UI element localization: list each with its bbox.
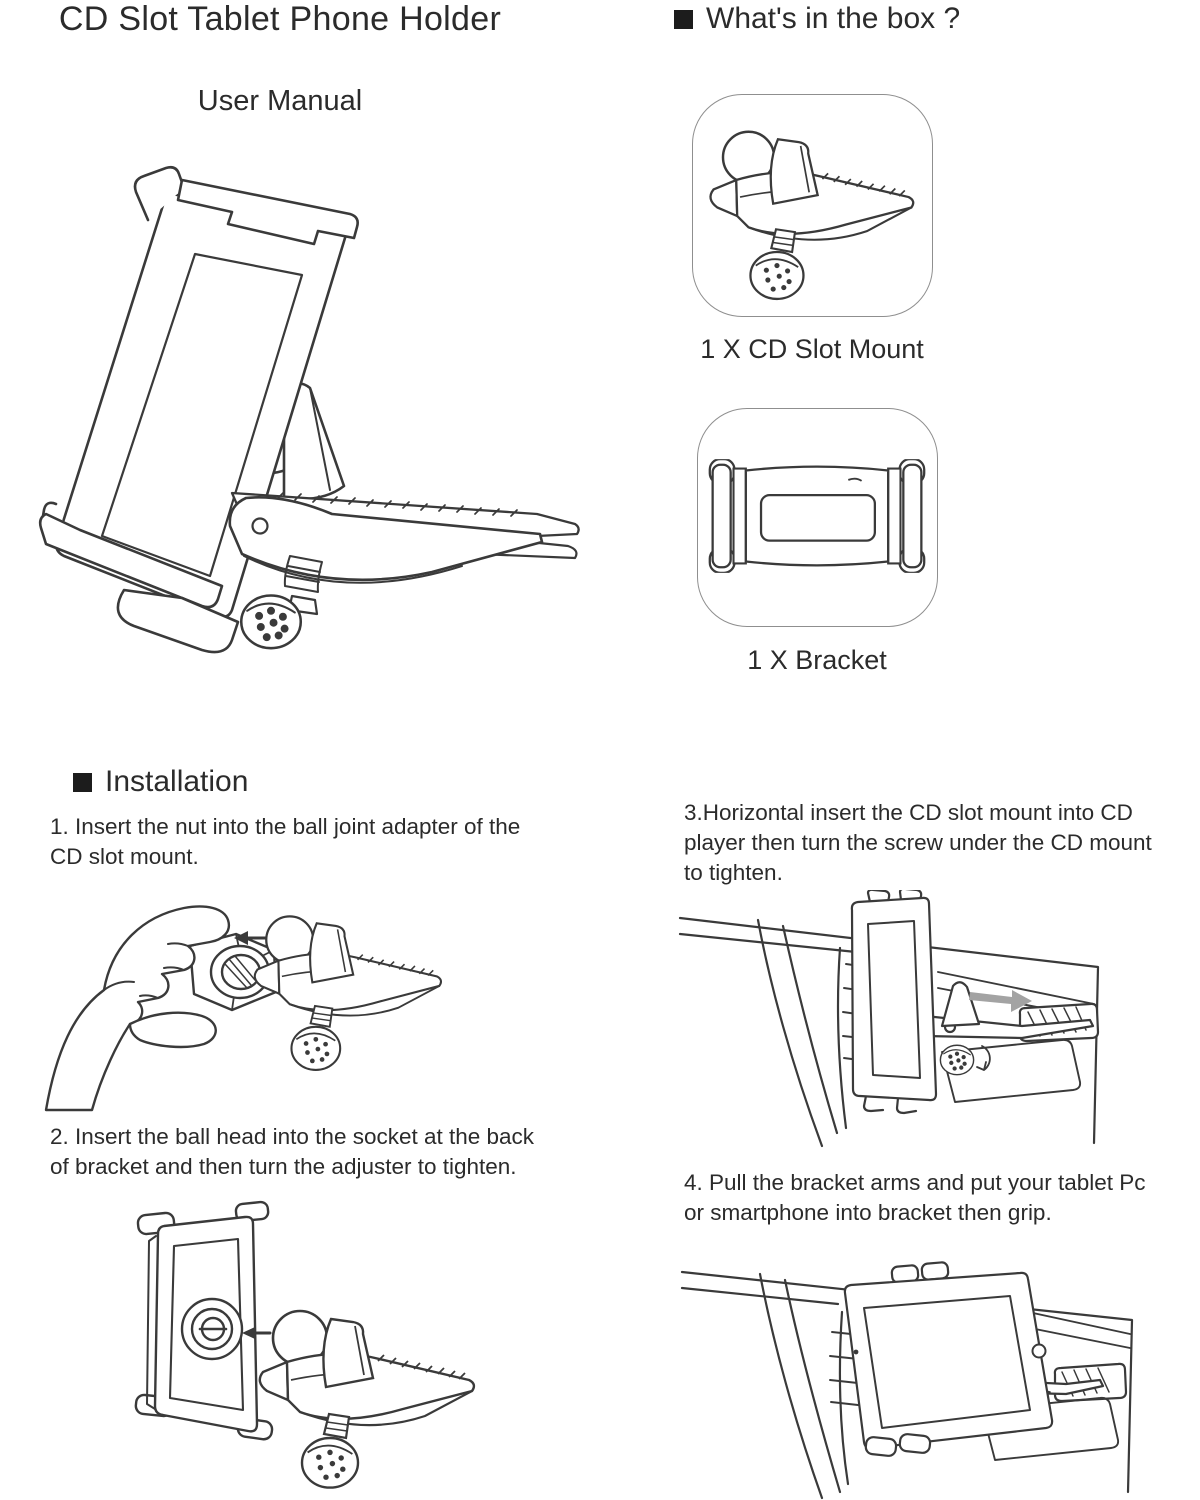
step-3-illustration — [678, 890, 1100, 1148]
insert-direction-arrow — [242, 1327, 272, 1339]
step-1-illustration — [44, 905, 503, 1112]
hand — [44, 905, 231, 1112]
camera-dot — [853, 1349, 859, 1355]
top-clamp-arm — [133, 165, 359, 246]
bracket-back — [134, 1200, 274, 1441]
step-4-text: 4. Pull the bracket arms and put your ta… — [684, 1170, 1146, 1225]
whats-in-box-heading-label: What's in the box ? — [706, 2, 961, 35]
whats-in-box-heading: What's in the box ? — [674, 2, 960, 36]
step-1-text: 1. Insert the nut into the ball joint ad… — [50, 814, 521, 869]
bracket-illustration — [708, 459, 926, 573]
adjuster-knob — [180, 1297, 244, 1361]
home-button — [1031, 1343, 1047, 1359]
installation-heading-label: Installation — [105, 765, 249, 798]
bracket-caption: 1 X Bracket — [747, 645, 887, 675]
box-item-bracket — [697, 408, 938, 627]
page-subtitle: User Manual — [197, 85, 363, 117]
step-3-text: 3.Horizontal insert the CD slot mount in… — [684, 800, 1152, 885]
screw-knob — [939, 1044, 975, 1076]
assembled-holder-illustration — [38, 165, 580, 654]
slide-direction-arrow — [969, 990, 1032, 1012]
bracket-bottom-clamps — [864, 1433, 932, 1457]
mount-arm — [228, 491, 580, 584]
bottom-clamp-arm — [38, 501, 240, 654]
step-2-text: 2. Insert the ball head into the socket … — [50, 1124, 535, 1179]
installation-heading: Installation — [73, 765, 248, 799]
cd-slot-mount-illustration — [703, 109, 921, 305]
step-2-illustration — [134, 1200, 580, 1498]
insert-direction-arrow — [234, 931, 270, 945]
box-item-cd-slot-mount — [692, 94, 933, 317]
bracket — [850, 890, 938, 1115]
step-4-illustration — [680, 1261, 1134, 1500]
cd-slot-mount-small — [255, 916, 441, 1070]
section-bullet-icon — [73, 772, 92, 792]
page-title: CD Slot Tablet Phone Holder — [58, 0, 502, 38]
section-bullet-icon — [674, 9, 693, 29]
tablet — [843, 1271, 1054, 1450]
cd-slot-mount-with-ball — [260, 1311, 474, 1488]
turn-arrow — [976, 1045, 991, 1071]
nut — [188, 932, 278, 1012]
screw-knob — [239, 594, 303, 650]
cd-slot-mount-caption: 1 X CD Slot Mount — [700, 334, 924, 364]
